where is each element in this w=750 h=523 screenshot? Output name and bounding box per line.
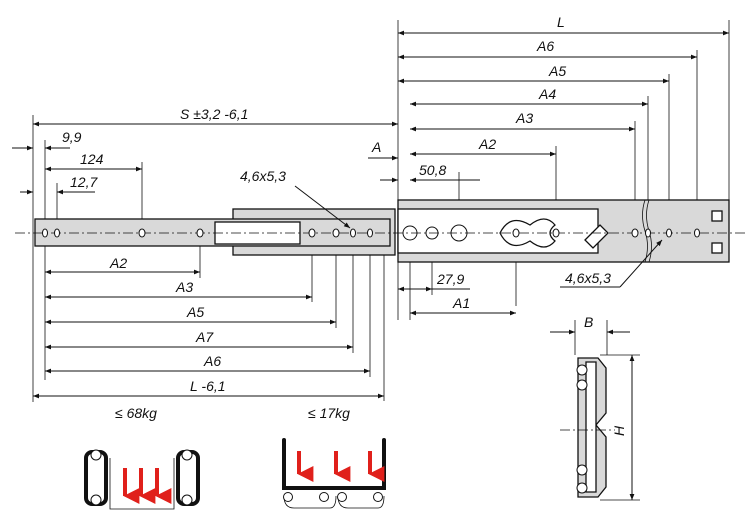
label-hole-left: 4,6x5,3	[240, 168, 286, 184]
bottom-dimension-lines	[33, 269, 384, 399]
label-L: L	[557, 14, 565, 30]
label-A: A	[371, 139, 381, 155]
label-12-7: 12,7	[70, 174, 98, 190]
dimension-labels: L A6 A5 A4 A3 A2 A 50,8 4,6x5,3 27,9 A1 …	[62, 14, 611, 394]
label-L-6-1: L -6,1	[190, 378, 226, 394]
inner-rail	[34, 218, 391, 247]
label-A5-bottom: A5	[186, 304, 204, 320]
label-H: H	[611, 425, 627, 436]
load-vertical: ≤ 68kg	[84, 405, 200, 510]
label-hole-right: 4,6x5,3	[565, 270, 611, 286]
label-S: S ±3,2 -6,1	[180, 106, 248, 122]
load-horizontal: ≤ 17kg	[282, 405, 386, 509]
label-A3-bottom: A3	[175, 279, 193, 295]
label-50-8: 50,8	[419, 162, 446, 178]
label-9-9: 9,9	[62, 129, 82, 145]
label-A2-top: A2	[478, 136, 496, 152]
load-horizontal-label: ≤ 17kg	[308, 405, 350, 421]
load-vertical-label: ≤ 68kg	[115, 405, 157, 421]
label-A2-bottom: A2	[109, 255, 127, 271]
label-A6-top: A6	[536, 38, 554, 54]
slide-top-view	[15, 185, 745, 288]
label-A5-top: A5	[548, 63, 566, 79]
label-A1: A1	[452, 295, 470, 311]
label-27-9: 27,9	[436, 271, 464, 287]
label-124: 124	[80, 151, 104, 167]
label-B: B	[584, 314, 593, 330]
label-A3-top: A3	[515, 110, 533, 126]
mounting-holes	[42, 228, 700, 238]
top-dimension-lines	[12, 30, 729, 316]
label-A4-top: A4	[538, 86, 556, 102]
side-view: B H	[550, 314, 640, 501]
label-A7-bottom: A7	[195, 329, 214, 345]
label-A6-bottom: A6	[203, 353, 221, 369]
